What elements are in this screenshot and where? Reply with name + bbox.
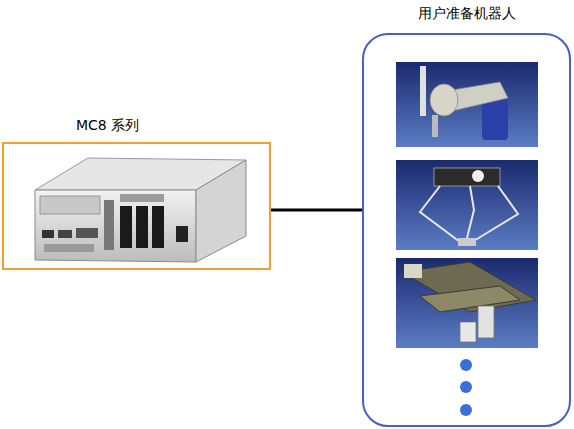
ellipsis-dot	[460, 359, 472, 371]
robot-tool	[432, 115, 438, 137]
controller-module	[152, 206, 164, 248]
controller-illustration	[35, 158, 246, 262]
ellipsis-dot	[460, 381, 472, 393]
controller-switch	[176, 226, 188, 242]
connector-line	[271, 209, 362, 212]
controller-port	[42, 230, 54, 238]
controller-front	[35, 190, 196, 262]
cartesian-robot-image	[396, 258, 538, 348]
node-heading: MC8 系列	[76, 116, 139, 134]
node-heading: 用户准备机器人	[364, 4, 569, 22]
robot-shaft	[420, 66, 426, 116]
robot-axis	[420, 286, 520, 312]
controller-panel	[40, 196, 100, 214]
image-background	[396, 62, 538, 147]
robot-joint	[430, 84, 458, 116]
robot-axis	[402, 262, 536, 312]
robot-tool	[458, 238, 476, 246]
ellipsis-dot	[460, 404, 472, 416]
robot-motor	[404, 264, 422, 278]
robot-tool	[460, 322, 476, 342]
controller-port	[58, 230, 72, 238]
delta-robot-image	[396, 160, 538, 250]
controller-slot	[104, 200, 114, 250]
controller-module	[136, 206, 148, 248]
robot-base	[482, 100, 508, 140]
controller-module	[120, 206, 132, 248]
controller-box: MC8 系列	[2, 142, 271, 270]
image-background	[396, 160, 538, 250]
scara-robot-image	[396, 62, 538, 147]
controller-port	[44, 244, 94, 252]
robot-links	[420, 186, 518, 242]
image-background	[396, 258, 538, 348]
robot-logo	[472, 170, 484, 182]
controller-port	[76, 228, 98, 238]
robot-z-axis	[478, 306, 494, 338]
controller-side	[196, 160, 246, 262]
controller-vent	[120, 194, 164, 202]
robot-base	[434, 168, 500, 186]
robot-group-box: 用户准备机器人	[362, 33, 571, 427]
